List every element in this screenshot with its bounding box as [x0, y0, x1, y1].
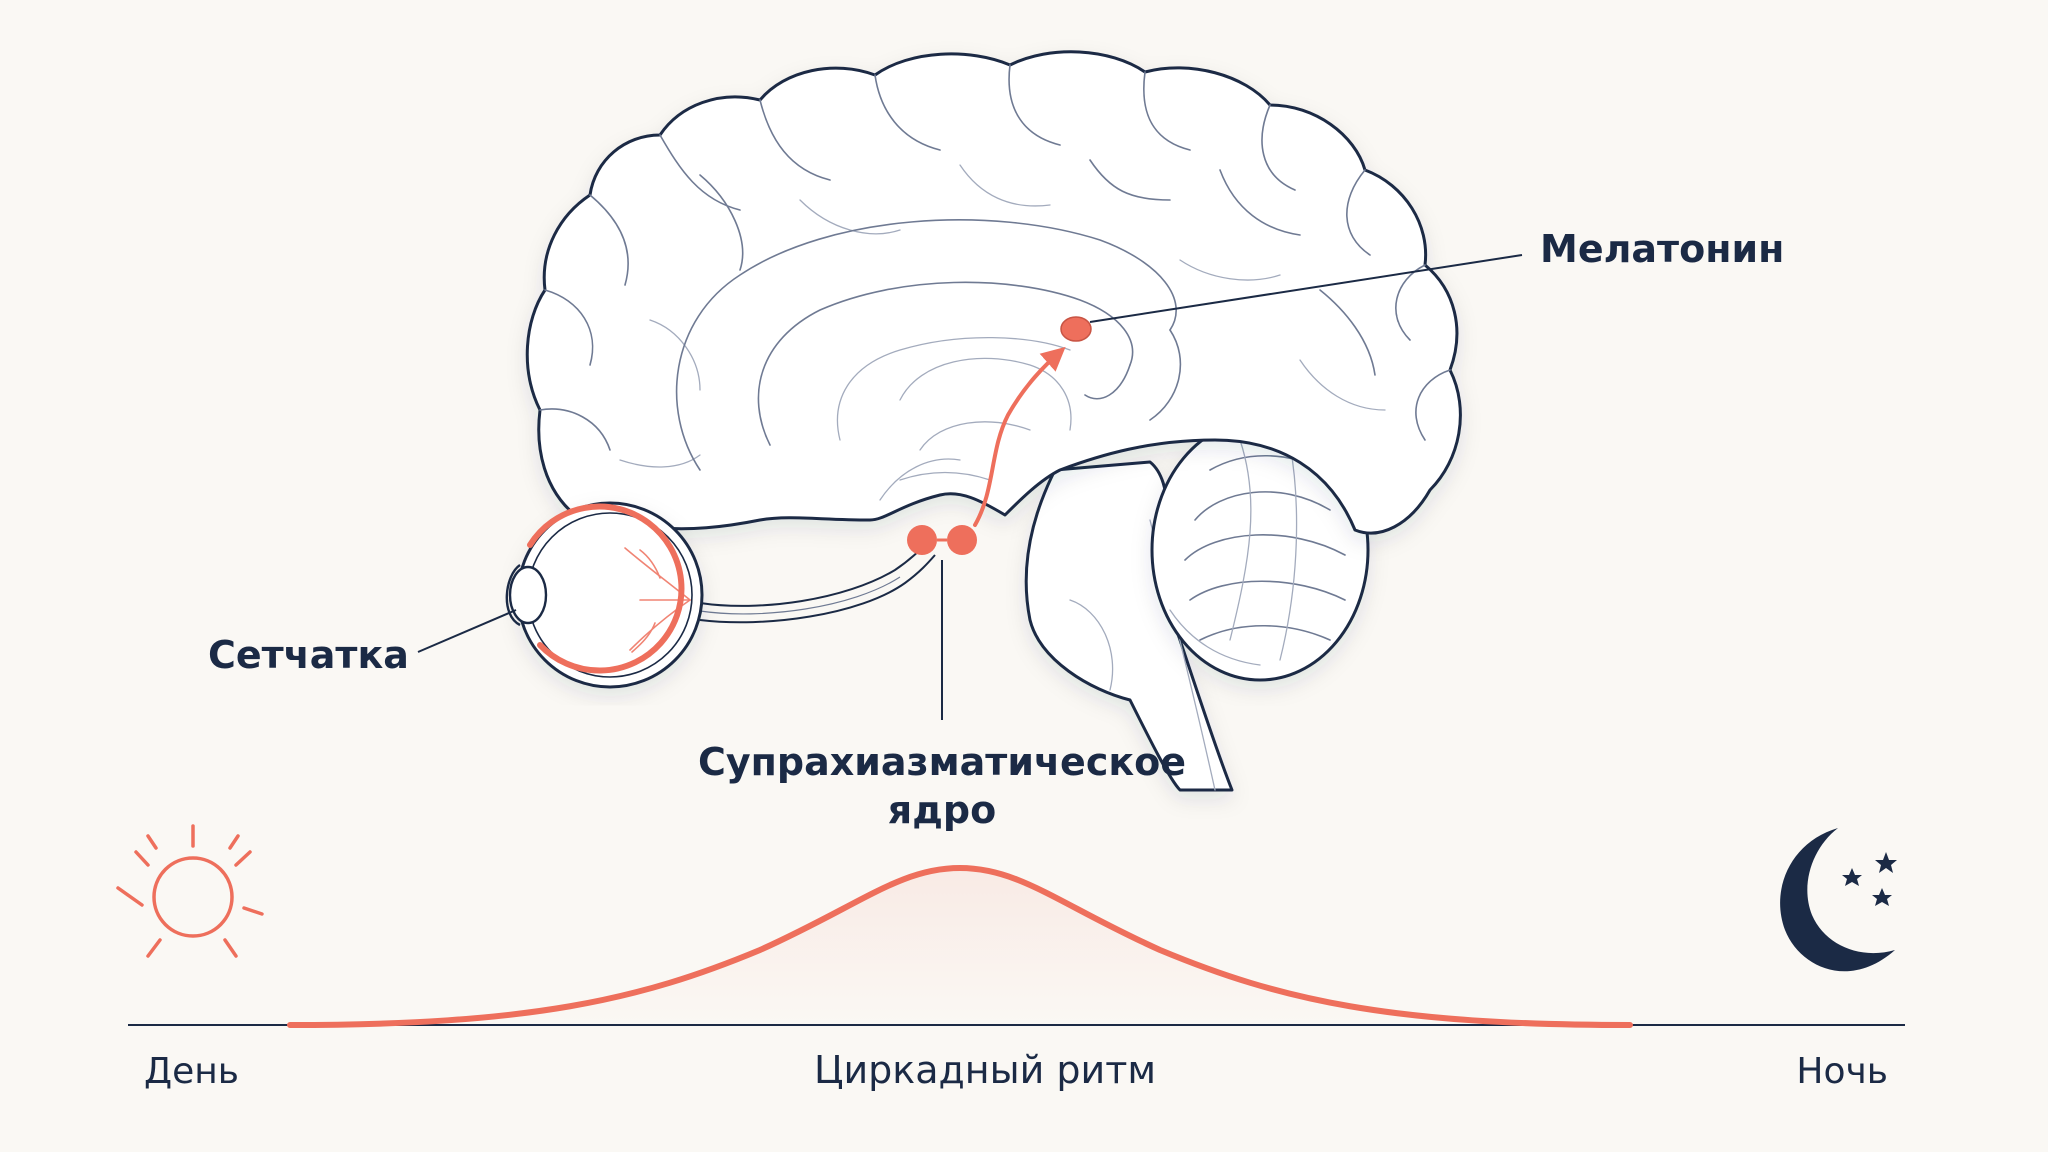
optic-nerve [699, 541, 929, 607]
label-scn-line2: ядро [888, 788, 996, 832]
brain-illustration [525, 50, 1462, 792]
label-night: Ночь [1796, 1051, 1888, 1092]
signal-arrow [973, 346, 1066, 527]
rhythm-curve [287, 864, 1633, 1028]
moon-stars-icon [1780, 828, 1897, 972]
sun-icon [116, 824, 264, 958]
cerebrum [525, 50, 1462, 535]
label-rhythm: Циркадный ритм [814, 1048, 1156, 1092]
retina-arc [527, 503, 685, 674]
pineal-gland [1060, 316, 1092, 342]
scn-dot-left [907, 525, 937, 555]
signal-path [907, 316, 1092, 555]
rhythm-curve-fill [290, 868, 1630, 1025]
scn-dot-right [947, 525, 977, 555]
thalamus [879, 357, 1072, 501]
eye-illustration [505, 501, 936, 689]
corpus-callosum [675, 219, 1182, 471]
label-scn-line1: Супрахиазматическое [698, 740, 1186, 784]
circadian-rhythm-chart [128, 864, 1905, 1028]
label-day: День [144, 1051, 239, 1092]
label-retina: Сетчатка [208, 633, 409, 677]
label-melatonin: Мелатонин [1540, 227, 1784, 271]
leader-lines [417, 254, 1523, 720]
